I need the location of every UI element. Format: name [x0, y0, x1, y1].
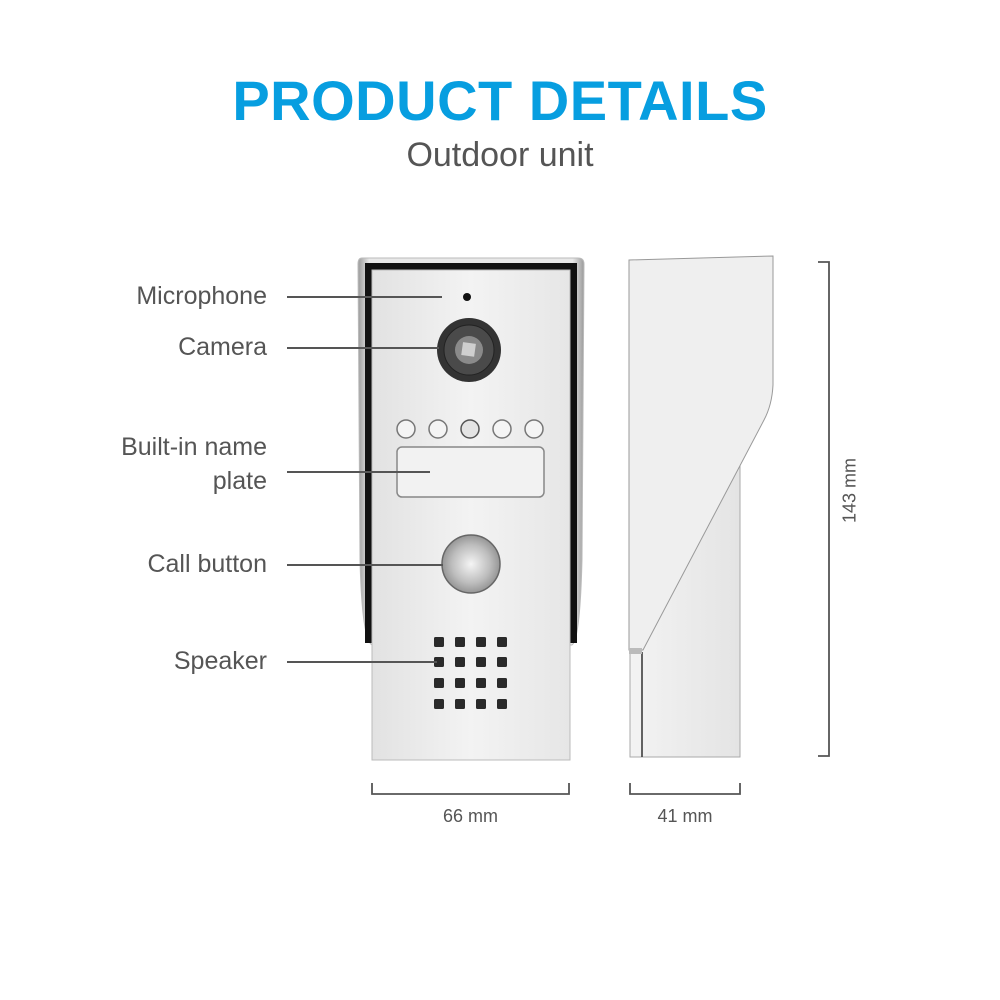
callout-name-plate-line1: Built-in name	[121, 433, 267, 461]
leader-call-button	[287, 564, 443, 566]
side-view	[628, 255, 774, 758]
page-subtitle: Outdoor unit	[406, 136, 594, 174]
leader-camera	[287, 347, 439, 349]
front-view	[357, 257, 585, 761]
callout-call-button: Call button	[147, 550, 267, 578]
call-button-shape	[441, 534, 501, 594]
callout-speaker: Speaker	[173, 647, 267, 675]
leader-speaker	[287, 661, 437, 663]
dimension-width: 66 mm	[442, 806, 498, 826]
dimension-height: 143 mm	[839, 457, 860, 524]
callout-microphone: Microphone	[136, 282, 267, 310]
leader-name-plate	[287, 471, 430, 473]
callout-name-plate-line2: plate	[212, 467, 267, 495]
indicator-leds	[396, 419, 544, 439]
microphone-hole	[463, 293, 471, 301]
dimension-brackets	[371, 261, 830, 795]
page-title: PRODUCT DETAILS	[232, 69, 768, 132]
leader-microphone	[287, 296, 442, 298]
dimension-depth: 41 mm	[657, 806, 713, 826]
speaker-grille	[434, 637, 507, 709]
callout-camera: Camera	[178, 333, 267, 361]
camera-lens	[437, 318, 501, 382]
